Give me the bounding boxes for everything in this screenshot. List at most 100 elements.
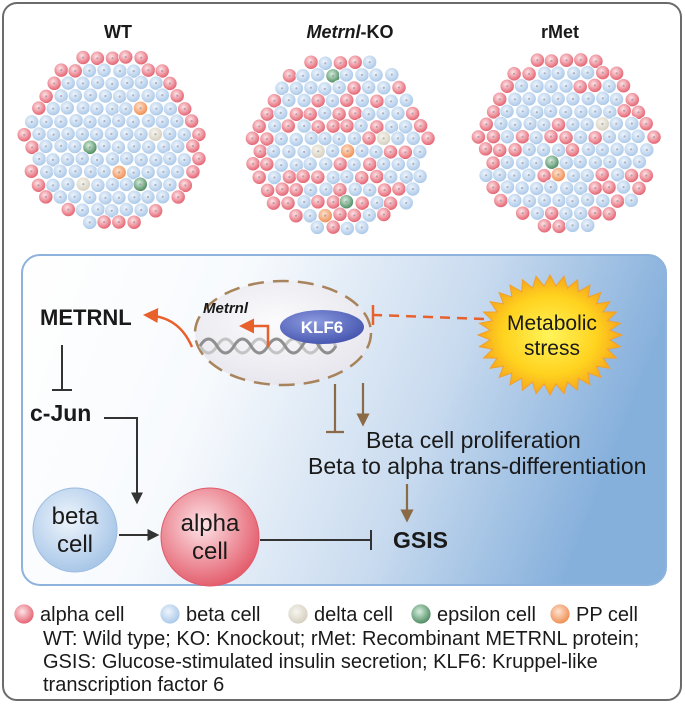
cell-nucleus bbox=[367, 113, 370, 116]
cell-nucleus bbox=[557, 149, 560, 152]
cell-nucleus bbox=[287, 99, 290, 102]
cell-nucleus bbox=[498, 173, 501, 176]
cell-nucleus bbox=[557, 199, 561, 202]
cell-nucleus bbox=[132, 120, 135, 123]
cell-nucleus bbox=[301, 74, 304, 77]
cell-nucleus bbox=[60, 94, 63, 98]
cell-nucleus bbox=[317, 150, 320, 153]
cell-nucleus bbox=[601, 199, 604, 202]
cell-nucleus bbox=[586, 224, 589, 227]
cell-nucleus bbox=[477, 135, 480, 139]
cell-nucleus bbox=[295, 138, 298, 141]
cell-nucleus bbox=[273, 176, 276, 179]
cell-nucleus bbox=[587, 97, 590, 100]
cell-nucleus bbox=[176, 145, 179, 148]
cell-nucleus bbox=[265, 137, 268, 141]
cell-nucleus bbox=[601, 148, 604, 151]
metabolic-stress-label-line2: stress bbox=[524, 337, 580, 360]
cell-nucleus bbox=[281, 188, 284, 191]
cell-nucleus bbox=[66, 183, 69, 186]
cjun-label: c-Jun bbox=[30, 400, 91, 426]
cell-nucleus bbox=[154, 183, 157, 186]
alpha-cell-label-line1: alpha bbox=[181, 510, 240, 537]
cell-nucleus bbox=[295, 188, 298, 191]
cell-nucleus bbox=[535, 187, 538, 190]
cell-nucleus bbox=[499, 122, 502, 125]
cell-nucleus bbox=[125, 133, 128, 136]
cell-nucleus bbox=[557, 123, 560, 126]
cell-nucleus bbox=[323, 87, 326, 90]
cell-nucleus bbox=[316, 226, 319, 229]
islet-wt bbox=[16, 49, 207, 230]
cell-nucleus bbox=[67, 82, 70, 85]
beta-cell-label-line2: cell bbox=[57, 531, 93, 558]
cell-nucleus bbox=[118, 171, 121, 174]
cell-nucleus bbox=[324, 188, 328, 191]
cell-nucleus bbox=[637, 135, 640, 138]
cell-nucleus bbox=[572, 72, 575, 75]
cell-nucleus bbox=[521, 161, 524, 165]
cell-nucleus bbox=[367, 86, 370, 89]
cell-nucleus bbox=[412, 162, 415, 165]
cell-nucleus bbox=[30, 170, 33, 173]
cell-nucleus bbox=[324, 162, 327, 166]
cell-nucleus bbox=[38, 157, 41, 160]
cell-nucleus bbox=[95, 133, 98, 136]
cell-nucleus bbox=[405, 99, 408, 102]
cell-nucleus bbox=[183, 158, 186, 161]
cell-nucleus bbox=[183, 107, 186, 110]
cell-nucleus bbox=[338, 188, 341, 191]
cell-nucleus bbox=[126, 81, 129, 84]
cell-nucleus bbox=[426, 137, 430, 140]
cell-nucleus bbox=[389, 202, 392, 205]
cell-nucleus bbox=[601, 173, 604, 176]
cell-nucleus bbox=[96, 184, 99, 187]
cell-nucleus bbox=[147, 145, 150, 149]
cell-nucleus bbox=[352, 86, 356, 90]
cell-nucleus bbox=[564, 136, 568, 139]
cell-nucleus bbox=[593, 84, 596, 87]
cell-nucleus bbox=[96, 81, 99, 84]
cell-nucleus bbox=[30, 120, 33, 123]
cell-nucleus bbox=[139, 107, 142, 110]
abbreviation-note-line: WT: Wild type; KO: Knockout; rMet: Recom… bbox=[43, 628, 639, 650]
cell-nucleus bbox=[168, 82, 171, 85]
cell-nucleus bbox=[565, 161, 568, 164]
cell-nucleus bbox=[346, 227, 349, 230]
klf6-label: KLF6 bbox=[301, 318, 344, 337]
cell-nucleus bbox=[316, 200, 319, 203]
cell-nucleus bbox=[110, 132, 113, 135]
cell-nucleus bbox=[168, 132, 171, 135]
cell-nucleus bbox=[412, 137, 415, 140]
cell-nucleus bbox=[405, 175, 408, 179]
cell-nucleus bbox=[622, 84, 625, 87]
cell-nucleus bbox=[96, 208, 100, 211]
metrnl-gene-label: Metrnl bbox=[203, 300, 249, 317]
cell-nucleus bbox=[23, 133, 26, 136]
cell-nucleus bbox=[550, 85, 553, 88]
cell-nucleus bbox=[601, 122, 604, 125]
cell-nucleus bbox=[513, 199, 516, 202]
cell-nucleus bbox=[60, 69, 63, 72]
cell-nucleus bbox=[251, 137, 254, 140]
cell-nucleus bbox=[550, 161, 554, 164]
cell-nucleus bbox=[303, 124, 306, 128]
cell-nucleus bbox=[557, 173, 560, 176]
cell-nucleus bbox=[309, 188, 312, 192]
abbreviation-note-line: GSIS: Glucose-stimulated insulin secreti… bbox=[43, 651, 598, 673]
cell-nucleus bbox=[383, 188, 386, 192]
cell-nucleus bbox=[564, 110, 567, 114]
cell-nucleus bbox=[345, 73, 348, 76]
cell-nucleus bbox=[88, 196, 91, 199]
cell-nucleus bbox=[492, 186, 495, 189]
cell-nucleus bbox=[111, 157, 114, 161]
cell-nucleus bbox=[623, 161, 627, 164]
alpha-cell-label-line2: cell bbox=[192, 538, 228, 565]
cell-nucleus bbox=[535, 161, 538, 165]
legend-alpha-swatch bbox=[13, 603, 35, 625]
cell-nucleus bbox=[536, 59, 539, 62]
cell-nucleus bbox=[615, 122, 618, 125]
cell-nucleus bbox=[175, 120, 178, 123]
cell-nucleus bbox=[45, 170, 48, 174]
